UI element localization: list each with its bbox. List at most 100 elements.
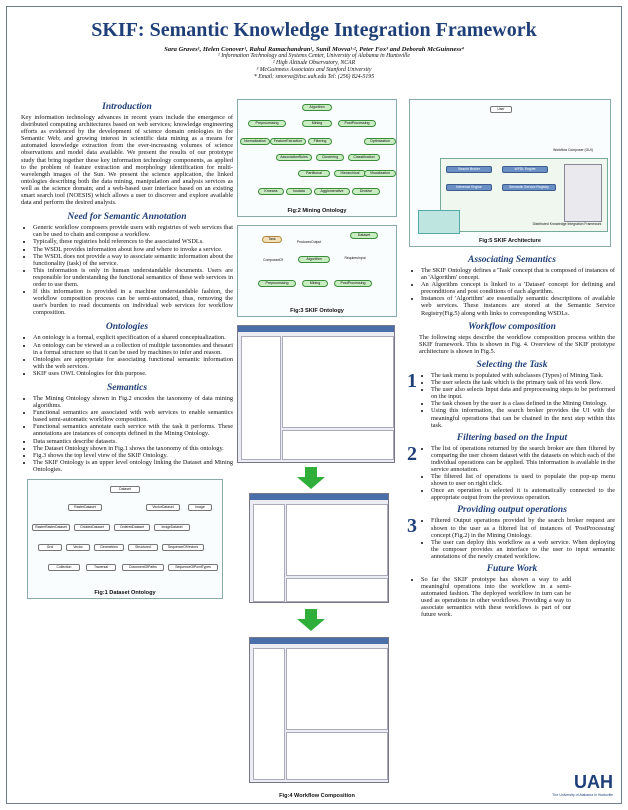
fig2-node: Algorithm <box>302 104 332 111</box>
affiliation-3: ³ McGuinness Associates and Stanford Uni… <box>256 67 372 73</box>
need-heading: Need for Semantic Annotation <box>67 212 187 223</box>
list-item: The user also selects Input data and pre… <box>431 386 615 400</box>
fig5-caption: Fig:5 SKIF Architecture <box>479 238 541 244</box>
list-item: Fig.3 shows the top level view of the SK… <box>33 452 233 459</box>
fig1-node: Traversal <box>86 564 116 572</box>
fig5-skif-architecture: User Workflow Composer (GUI) Search Brok… <box>409 99 611 247</box>
future-heading: Future Work <box>486 564 538 574</box>
fig5-label: WFDL Engine <box>502 166 548 173</box>
fig3-skif-ontology: Task ProducesOutput Dataset ComposedOf A… <box>237 225 397 317</box>
list-item: The SKIF Ontology is an upper level onto… <box>33 459 233 473</box>
fig1-node: RasterDataset <box>68 504 102 512</box>
fig1-node: GriddedDataset <box>74 524 110 532</box>
fig5-label: Search Broker <box>446 166 492 173</box>
workflow-heading: Workflow composition <box>468 321 556 332</box>
fig2-node: Kmeans <box>258 188 284 195</box>
list-item: Functional semantics are associated with… <box>33 409 233 423</box>
fig5-service-stack <box>564 164 602 222</box>
workflow-screenshot-3 <box>249 637 389 783</box>
list-item: The filtered list of operations is used … <box>431 473 615 487</box>
list-item: This information is only in human unders… <box>33 267 233 288</box>
list-item: Generic workflow composers provide users… <box>33 224 233 238</box>
intro-heading: Introduction <box>102 102 152 112</box>
list-item: The WSDL provides information about how … <box>33 246 233 253</box>
list-item: The SKIF Ontology defines a 'Task' conce… <box>421 267 615 281</box>
left-column: Introduction Key information technology … <box>21 99 233 600</box>
fig4-caption: Fig:4 Workflow Composition <box>279 793 355 799</box>
fig2-node: Isodata <box>286 188 312 195</box>
contact-email: * Email: smovva@itsc.uah.edu Tel: (256) … <box>253 74 375 80</box>
logo-text: UAH <box>574 772 613 792</box>
assoc-list: The SKIF Ontology defines a 'Task' conce… <box>409 267 615 317</box>
list-item: Data semantics describe datasets. <box>33 438 233 445</box>
fig5-label: Distributed Knowledge Integration Framew… <box>532 222 602 226</box>
providing-block: 3 Filtered Output operations provided by… <box>407 515 615 560</box>
assoc-heading: Associating Semantics <box>468 255 556 265</box>
fig2-node: Preprocessing <box>248 120 286 127</box>
fig5-label: Semantic Service Registry <box>502 184 556 191</box>
fig2-mining-ontology: Algorithm Preprocessing Mining PostProce… <box>237 99 397 217</box>
fig2-node: Partitional <box>298 170 330 177</box>
fig4-workflow-composition: Fig:4 Workflow Composition <box>237 325 397 799</box>
fig1-node: OrderedDataset <box>114 524 150 532</box>
future-list: So far the SKIF prototype has shown a wa… <box>409 576 571 619</box>
step-number: 3 <box>407 515 417 538</box>
fig3-label: RequiresInput <box>344 256 366 260</box>
select-task-block: 1 The task menu is populated with subcla… <box>407 370 615 429</box>
fig1-node: Geometries <box>94 544 124 552</box>
list-item: An ontology can be viewed as a collectio… <box>33 342 233 356</box>
fig3-node: Dataset <box>350 232 378 239</box>
poster-title: SKIF: Semantic Knowledge Integration Fra… <box>91 19 537 41</box>
list-item: Instances of 'Algorithm' are essentially… <box>421 295 615 316</box>
fig3-node: PostProcessing <box>334 280 372 287</box>
list-item: The task chosen by the user is a class d… <box>431 400 615 407</box>
fig2-node: Optimization <box>364 138 396 145</box>
fig2-node: PostProcessing <box>338 120 376 127</box>
fig1-node: SequenceOfPointTypes <box>168 564 218 572</box>
fig1-node: DocumentOfPaths <box>122 564 164 572</box>
select-task-list: The task menu is populated with subclass… <box>409 372 615 429</box>
fig2-node: Divisive <box>352 188 380 195</box>
list-item: The Mining Ontology shown in Fig.2 encod… <box>33 395 233 409</box>
fig5-label: User <box>490 106 512 113</box>
workflow-screenshot-1 <box>237 325 395 463</box>
semantics-heading: Semantics <box>106 383 148 393</box>
list-item: Functional semantics annotate each servi… <box>33 423 233 437</box>
fig2-node: Agglomerative <box>314 188 350 195</box>
right-column: User Workflow Composer (GUI) Search Brok… <box>407 99 615 619</box>
fig1-node: Image <box>188 504 212 512</box>
fig2-node: Visualization <box>364 170 396 177</box>
fig3-caption: Fig:3 SKIF Ontology <box>290 308 344 314</box>
list-item: If this information is provided in a mac… <box>33 288 233 316</box>
logo-subtext: The University of Alabama in Huntsville <box>552 793 613 797</box>
list-item: SKIF uses OWL Ontologies for this purpos… <box>33 370 233 377</box>
semantics-list: The Mining Ontology shown in Fig.2 encod… <box>21 395 233 473</box>
fig1-node: Vector <box>66 544 90 552</box>
step-number: 2 <box>407 442 417 465</box>
fig2-node: FeatureExtraction <box>270 138 306 145</box>
intro-text: Key information technology advances in r… <box>21 114 233 207</box>
list-item: The user selects the task which is the p… <box>431 379 615 386</box>
fig2-node: Normalization <box>240 138 270 145</box>
fig3-label: ComposedOf <box>263 258 283 262</box>
fig2-node: Hierarchical <box>334 170 366 177</box>
list-item: Using this information, the search broke… <box>431 407 615 428</box>
fig1-node: ImageDataset <box>154 524 190 532</box>
filtering-heading: Filtering based on the Input <box>456 432 568 443</box>
fig1-node: Dataset <box>110 486 140 494</box>
fig3-node: Algorithm <box>298 256 330 263</box>
list-item: Once an operation is selected it is auto… <box>431 487 615 501</box>
fig1-node: VectorDataset <box>146 504 180 512</box>
ontologies-list: An ontology is a formal, explicit specif… <box>21 334 233 377</box>
filtering-block: 2 The list of operations returned by the… <box>407 442 615 502</box>
fig3-node: Mining <box>302 280 328 287</box>
list-item: An Algorithm concept is linked to a 'Dat… <box>421 281 615 295</box>
list-item: The Dataset Ontology shown in Fig.1 show… <box>33 445 233 452</box>
list-item: Filtered Output operations provided by t… <box>431 517 615 538</box>
fig1-node: RasterRasterDataset <box>32 524 70 532</box>
fig1-node: Grid <box>38 544 62 552</box>
affiliation-2: ² High Altitude Observatory, NCAR <box>272 60 356 66</box>
list-item: The task menu is populated with subclass… <box>431 372 615 379</box>
fig2-node: Clustering <box>316 154 344 161</box>
workflow-screenshot-2 <box>249 493 389 603</box>
